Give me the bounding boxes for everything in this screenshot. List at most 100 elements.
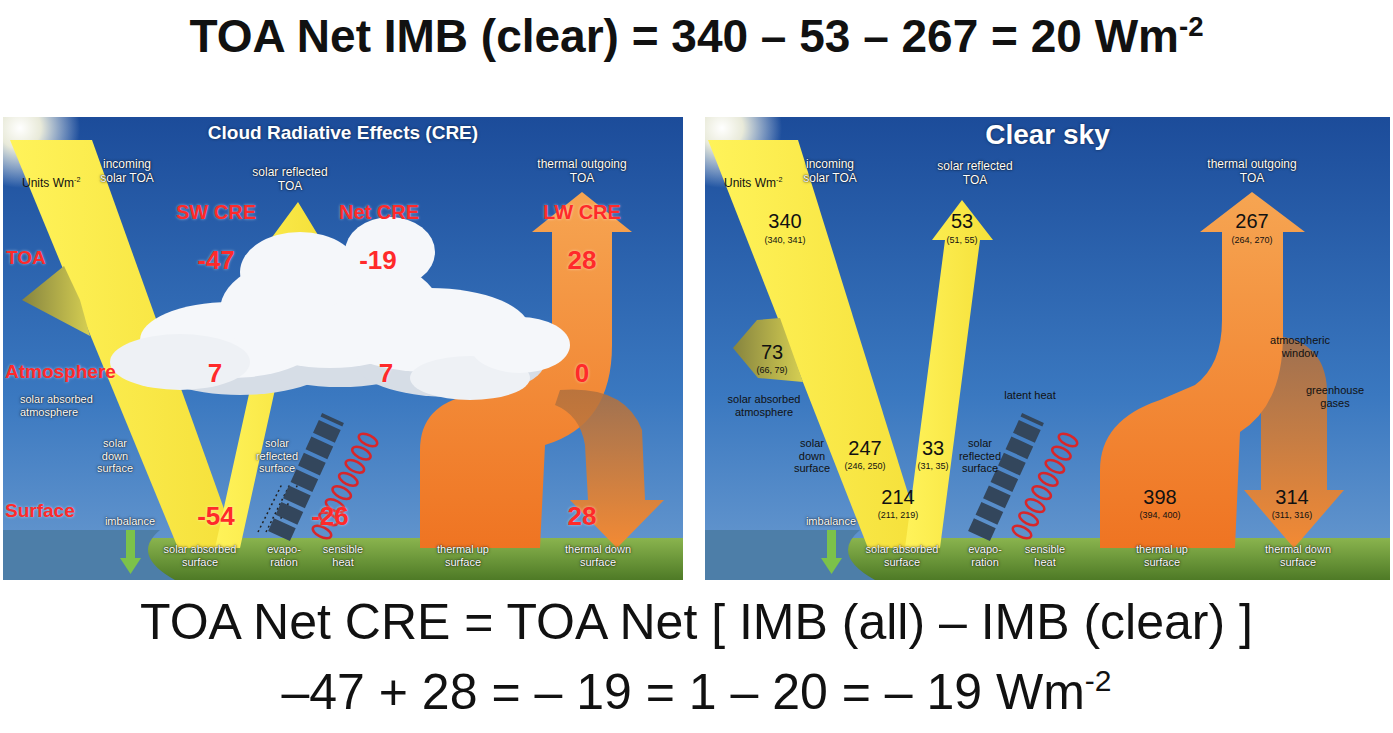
sensible-heat-coil: [311, 431, 379, 541]
flow-label: solar absorbed atmosphere: [714, 393, 814, 418]
thermal-up-band: [1100, 192, 1305, 548]
flow-label: evapo- ration: [262, 543, 307, 568]
panel-heading: Clear sky: [705, 118, 1390, 152]
imbalance-arrowhead: [821, 558, 842, 574]
clear-sky-panel-art: [705, 117, 1390, 580]
cloud-puff: [240, 232, 360, 312]
flow-label: incoming solar TOA: [801, 158, 859, 186]
sky: [3, 117, 683, 580]
unit-exponent: -2: [74, 175, 80, 184]
caption-line: –47 + 28 = – 19 = 1 – 20 = – 19 Wm-2: [281, 664, 1111, 722]
flux-value: -47: [197, 246, 235, 276]
flow-label: solar absorbed surface: [150, 543, 250, 568]
flow-label: sensible heat: [1020, 543, 1070, 568]
uncertainty-range: (211, 219): [878, 510, 918, 520]
flux-value: –47 + 28 = – 19 = 1 – 20 = – 19 Wm: [281, 664, 1084, 720]
panel-heading: Cloud Radiative Effects (CRE): [3, 122, 683, 145]
flux-value: 28: [568, 246, 597, 276]
units-note: Units Wm-2: [22, 176, 80, 191]
uncertainty-range: (340, 341): [764, 235, 805, 245]
flux-value: 314: [1275, 486, 1308, 509]
flux-value: 28: [568, 502, 597, 532]
flow-label: incoming solar TOA: [97, 158, 157, 186]
flow-label: thermal up surface: [1132, 543, 1192, 568]
uncertainty-range: (246, 250): [844, 461, 885, 471]
cre-panel-art: [3, 117, 683, 580]
solar-absorbed-arrow: [733, 318, 803, 382]
sensible-heat-coil: [1011, 431, 1079, 541]
flow-label: Units Wm: [724, 176, 776, 190]
flow-label: imbalance: [806, 515, 856, 528]
imbalance-arrowhead: [120, 558, 141, 574]
flux-value: -26: [311, 502, 349, 532]
flux-value: 33: [922, 437, 944, 460]
flow-label: thermal up surface: [433, 543, 493, 568]
level-label: LW CRE: [543, 201, 621, 224]
flow-label: Units Wm: [22, 176, 74, 190]
level-label: TOA: [6, 247, 46, 269]
flow-label: atmospheric window: [1260, 334, 1340, 359]
flow-label: thermal down surface: [1258, 543, 1338, 568]
uncertainty-range: (66, 79): [756, 365, 787, 375]
uncertainty-range: (51, 55): [946, 235, 977, 245]
cloud-puff: [470, 317, 570, 373]
thermal-down-band: [555, 390, 664, 549]
evaporation-band: [979, 418, 1033, 536]
sky: [705, 117, 1390, 580]
coil-ring: [357, 431, 379, 449]
unit-exponent: -2: [1085, 664, 1112, 697]
flux-value: 53: [951, 210, 973, 233]
flow-label: solar reflected surface: [250, 437, 305, 475]
level-label: SW CRE: [176, 201, 256, 224]
flow-label: imbalance: [105, 515, 155, 528]
title-text: TOA Net IMB (clear) = 340 – 53 – 267 = 2…: [189, 10, 1178, 62]
flux-value: 398: [1143, 486, 1176, 509]
solar-absorbed-arrow: [22, 266, 90, 336]
title-line: TOA Net IMB (clear) = 340 – 53 – 267 = 2…: [189, 10, 1203, 63]
solar-incoming-band: [708, 140, 925, 548]
flow-label: solar down surface: [790, 437, 835, 475]
flow-label: solar absorbed surface: [852, 543, 952, 568]
caption-text: TOA Net CRE = TOA Net [ IMB (all) – IMB …: [140, 594, 1253, 650]
units-note: Units Wm-2: [724, 176, 782, 191]
level-label: Atmosphere: [5, 361, 116, 383]
flux-value: 73: [761, 341, 783, 364]
flow-label: thermal down surface: [558, 543, 638, 568]
uncertainty-range: (264, 270): [1231, 235, 1272, 245]
flux-value: 247: [848, 437, 881, 460]
coil-ring: [1057, 431, 1079, 449]
imbalance-arrow: [126, 530, 135, 560]
flux-value: 7: [379, 359, 393, 389]
flux-value: 7: [208, 359, 222, 389]
unit-exponent: -2: [776, 175, 782, 184]
flow-label: solar reflected TOA: [930, 160, 1020, 188]
unit-exponent: -2: [1179, 11, 1204, 42]
flux-value: -19: [359, 246, 397, 276]
level-label: Surface: [5, 500, 75, 522]
flow-label: thermal outgoing TOA: [527, 158, 637, 186]
flux-value: 214: [881, 486, 914, 509]
uncertainty-range: (311, 316): [1272, 510, 1312, 520]
sea: [3, 530, 175, 580]
imbalance-arrow: [827, 530, 836, 560]
solar-reflected-band: [905, 200, 993, 548]
flux-value: -54: [197, 502, 235, 532]
cloud-puff: [110, 334, 250, 390]
flow-label: greenhouse gases: [1300, 384, 1370, 409]
uncertainty-range: (31, 35): [917, 461, 948, 471]
sea: [705, 530, 875, 580]
cloud: [110, 217, 570, 400]
flow-label: thermal outgoing TOA: [1197, 158, 1307, 186]
caption-line: TOA Net CRE = TOA Net [ IMB (all) – IMB …: [140, 594, 1253, 652]
flow-label: solar absorbed atmosphere: [20, 393, 110, 418]
flux-value: 0: [575, 359, 589, 389]
flow-label: latent heat: [1004, 389, 1055, 402]
flow-label: evapo- ration: [963, 543, 1008, 568]
flow-label: solar down surface: [92, 437, 138, 475]
flux-value: 340: [768, 210, 801, 233]
flow-label: sensible heat: [318, 543, 368, 568]
flow-label: solar reflected surface: [953, 437, 1008, 475]
level-label: Net CRE: [339, 201, 419, 224]
flux-value: 267: [1235, 210, 1268, 233]
